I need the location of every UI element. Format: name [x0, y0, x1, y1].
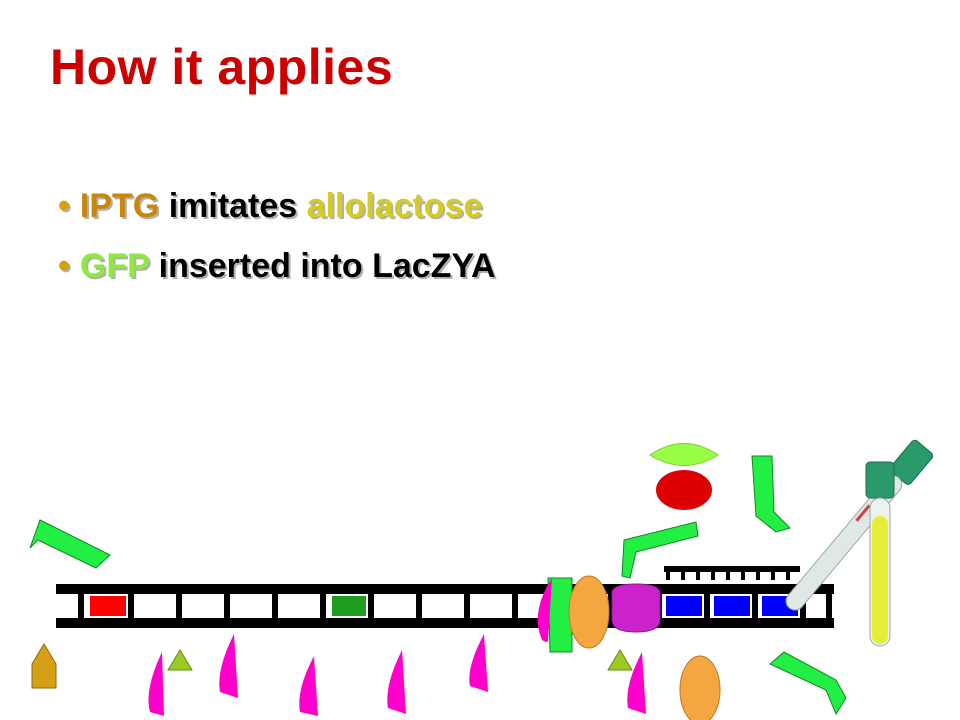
mrna-comb — [664, 566, 800, 580]
mrna-wedges — [148, 634, 646, 716]
gfp-strand-icon — [751, 455, 791, 533]
gfp-strand-icon — [621, 521, 699, 579]
rna-polymerase-icon — [679, 655, 721, 720]
bullet-marker: • — [58, 187, 70, 225]
mrna-wedge-icon — [469, 634, 488, 692]
iptg-pentagon-icon — [31, 643, 57, 689]
test-tube-icon — [785, 439, 934, 611]
mrna-wedge-icon — [387, 650, 406, 714]
bullet-term-allolactose: allolactose — [306, 187, 483, 225]
gfp-strand-icon — [29, 519, 111, 569]
bullet-iptg: •IPTG imitates allolactose — [58, 176, 496, 236]
operator-segment — [332, 596, 366, 616]
bullet-term-gfp: GFP — [79, 247, 150, 285]
rna-polymerase-icon — [568, 575, 610, 649]
bullet-marker: • — [58, 247, 70, 285]
dna-ladder — [56, 584, 834, 628]
mrna-wedge-icon — [537, 578, 552, 642]
bullet-list: •IPTG imitates allolactose •GFP inserted… — [58, 176, 496, 296]
bullet-text-inserted: inserted into LacZYA — [149, 247, 496, 285]
mrna-wedge-icon — [299, 656, 318, 716]
mrna-wedge-icon — [148, 652, 164, 716]
promoter-segment — [90, 596, 126, 616]
bullet-gfp: •GFP inserted into LacZYA — [58, 236, 496, 296]
mrna-wedge-icon — [219, 634, 238, 698]
gene-segment-lacy — [714, 596, 750, 616]
test-tube-icon — [865, 461, 895, 647]
gfp-strand-icon — [547, 577, 573, 653]
lactose-triangle-icon — [607, 649, 633, 671]
repressor-protein-icon — [649, 443, 719, 510]
bullet-text-imitates: imitates — [159, 187, 307, 225]
bullet-term-iptg: IPTG — [79, 187, 160, 225]
dna-top-rail — [56, 584, 834, 594]
slide-title: How it applies — [50, 39, 394, 95]
gfp-strand-icon — [769, 651, 847, 716]
mrna-wedge-icon — [627, 652, 646, 714]
dna-bottom-rail — [56, 618, 834, 628]
lactose-triangle-icon — [167, 649, 193, 671]
gene-segment-lacz — [666, 596, 702, 616]
ribosome-icon — [611, 583, 661, 633]
